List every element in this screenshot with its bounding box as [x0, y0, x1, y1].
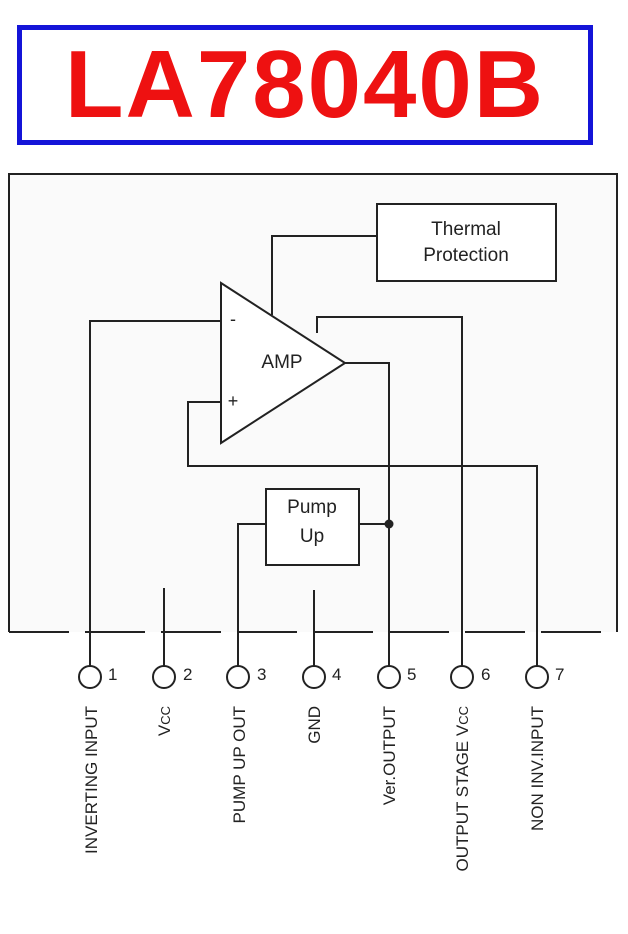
amp-plus-sign: + [228, 391, 239, 411]
pin-6-label: OUTPUT STAGE VCC [453, 706, 472, 872]
wire-pin5-output [345, 362, 390, 666]
pin-4-circle [302, 665, 326, 689]
pin-6-circle [450, 665, 474, 689]
package-outline [8, 173, 618, 632]
thermal-label-line1: Thermal [431, 219, 501, 240]
pump-label-line1: Pump [287, 497, 337, 518]
pin-7-label: NON INV.INPUT [528, 706, 547, 831]
pin-6-number: 6 [481, 665, 490, 684]
pin-1-number: 1 [108, 665, 117, 684]
chip-title: LA78040B [64, 31, 546, 138]
pin-2-label: VCC [155, 706, 174, 736]
pin-5-circle [377, 665, 401, 689]
pump-up-block [265, 488, 360, 566]
title-box: LA78040B [17, 25, 593, 145]
pin-7-circle [525, 665, 549, 689]
wire-pin1-inverting [89, 320, 221, 666]
pin-3-circle [226, 665, 250, 689]
thermal-protection-block [376, 203, 557, 282]
pump-label-line2: Up [300, 526, 324, 547]
pin-circles [78, 665, 549, 689]
wire-thermal-to-amp [271, 235, 377, 315]
junction-dot [384, 519, 394, 529]
amp-minus-sign: - [230, 309, 236, 329]
wire-pin3-pump-out [237, 523, 266, 666]
pin-4-label: GND [305, 706, 324, 744]
pin-2-number: 2 [183, 665, 192, 684]
pin-1-label: INVERTING INPUT [82, 706, 101, 854]
thermal-label-line2: Protection [423, 245, 509, 266]
pin-7-number: 7 [555, 665, 564, 684]
wiring [89, 235, 538, 666]
amp-label: AMP [261, 352, 302, 373]
pin-1-circle [78, 665, 102, 689]
pin-3-label: PUMP UP OUT [230, 706, 249, 823]
wire-pin7-noninverting [187, 401, 538, 666]
pin-5-number: 5 [407, 665, 416, 684]
amp-triangle [220, 281, 347, 445]
pin-5-label: Ver.OUTPUT [380, 706, 399, 805]
pin-2-circle [152, 665, 176, 689]
wire-pin6-output-stage [316, 316, 463, 666]
pin-4-number: 4 [332, 665, 341, 684]
pin-3-number: 3 [257, 665, 266, 684]
